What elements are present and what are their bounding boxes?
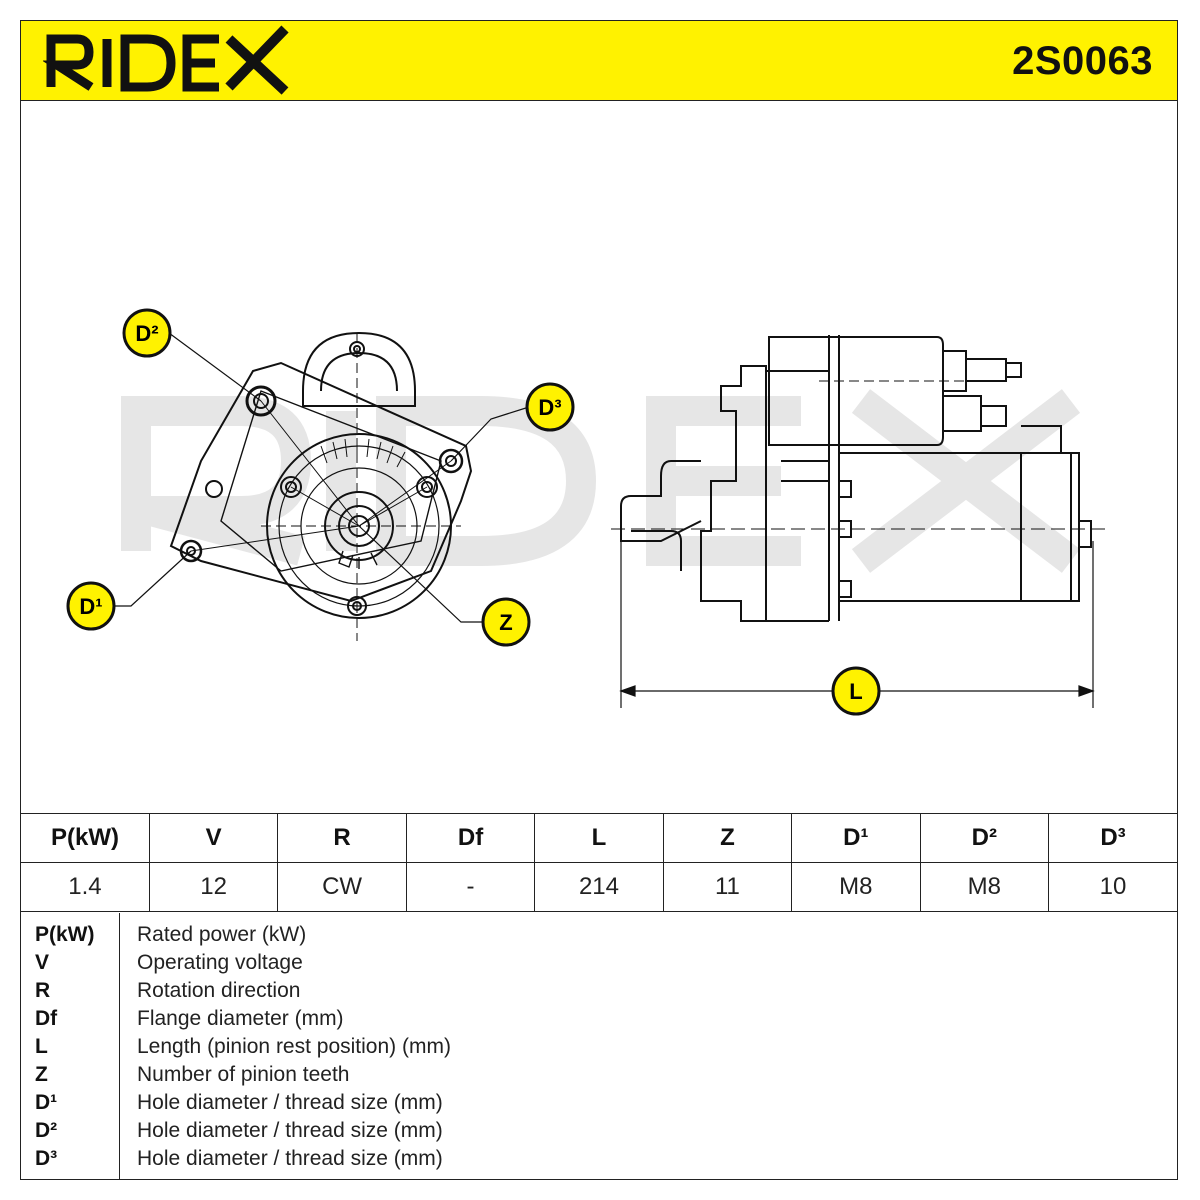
legend-symbol: L xyxy=(35,1035,48,1058)
legend-description: Hole diameter / thread size (mm) xyxy=(137,1119,443,1142)
ridex-watermark xyxy=(121,389,1081,573)
spec-value: CW xyxy=(277,862,407,912)
spec-value: M8 xyxy=(919,862,1050,912)
legend-description: Length (pinion rest position) (mm) xyxy=(137,1035,451,1058)
legend-description: Flange diameter (mm) xyxy=(137,1007,344,1030)
legend-symbol: V xyxy=(35,951,50,974)
spec-value: 11 xyxy=(662,862,793,912)
spec-header: D² xyxy=(919,813,1050,863)
legend-symbol: D¹ xyxy=(35,1091,58,1114)
legend-description: Hole diameter / thread size (mm) xyxy=(137,1147,443,1170)
callout-d3: D³ xyxy=(525,382,575,432)
datasheet-frame: 2S0063 xyxy=(20,20,1178,1180)
specs-value-row: 1.4 12 CW - 214 11 M8 M8 10 xyxy=(21,862,1177,912)
side-view xyxy=(611,335,1111,622)
spec-value: 1.4 xyxy=(21,862,150,912)
legend-row: V Operating voltage xyxy=(21,949,1177,977)
callout-z: Z xyxy=(481,597,531,647)
legend-description: Operating voltage xyxy=(137,951,303,974)
callout-d2-label: D² xyxy=(135,321,158,346)
spec-value: - xyxy=(405,862,536,912)
spec-header: D¹ xyxy=(791,813,921,863)
legend-symbol: P(kW) xyxy=(35,923,95,946)
legend-symbol: D³ xyxy=(35,1147,58,1170)
legend-row: D² Hole diameter / thread size (mm) xyxy=(21,1117,1177,1145)
part-number: 2S0063 xyxy=(1012,39,1153,83)
legend-symbol: Df xyxy=(35,1007,58,1030)
callout-d2: D² xyxy=(122,308,172,358)
legend-row: D¹ Hole diameter / thread size (mm) xyxy=(21,1089,1177,1117)
callout-l: L xyxy=(831,666,881,716)
legend-description: Number of pinion teeth xyxy=(137,1063,350,1086)
spec-header: Df xyxy=(405,813,536,863)
legend-description: Hole diameter / thread size (mm) xyxy=(137,1091,443,1114)
spec-header: P(kW) xyxy=(21,813,150,863)
spec-header: D³ xyxy=(1048,813,1177,863)
callout-d1-label: D¹ xyxy=(79,594,102,619)
front-view xyxy=(169,331,473,641)
spec-header: Z xyxy=(662,813,793,863)
spec-value: 12 xyxy=(148,862,279,912)
legend-row: Z Number of pinion teeth xyxy=(21,1061,1177,1089)
callout-l-label: L xyxy=(849,679,862,704)
legend-symbol: Z xyxy=(35,1063,48,1086)
spec-value: M8 xyxy=(791,862,921,912)
callout-d1: D¹ xyxy=(66,581,116,631)
legend-row: L Length (pinion rest position) (mm) xyxy=(21,1033,1177,1061)
callout-z-label: Z xyxy=(499,610,512,635)
legend-divider xyxy=(119,913,120,1179)
starter-motor-drawing: D² D³ D¹ Z L xyxy=(66,308,1111,716)
spec-value: 10 xyxy=(1048,862,1177,912)
specs-table: P(kW) V R Df L Z D¹ D² D³ 1.4 12 CW - 21… xyxy=(21,813,1177,912)
legend-symbol: D² xyxy=(35,1119,58,1142)
spec-header: R xyxy=(277,813,407,863)
legend-description: Rated power (kW) xyxy=(137,923,307,946)
legend-row: P(kW) Rated power (kW) xyxy=(21,921,1177,949)
callout-d3-label: D³ xyxy=(538,395,561,420)
legend-row: Df Flange diameter (mm) xyxy=(21,1005,1177,1033)
legend-description: Rotation direction xyxy=(137,979,301,1002)
legend: P(kW) Rated power (kW) V Operating volta… xyxy=(21,913,1177,1179)
ridex-logo xyxy=(43,25,289,95)
legend-row: D³ Hole diameter / thread size (mm) xyxy=(21,1145,1177,1173)
header-bar: 2S0063 xyxy=(21,21,1177,101)
spec-header: V xyxy=(148,813,279,863)
legend-symbol: R xyxy=(35,979,51,1002)
spec-value: 214 xyxy=(534,862,664,912)
legend-row: R Rotation direction xyxy=(21,977,1177,1005)
specs-header-row: P(kW) V R Df L Z D¹ D² D³ xyxy=(21,813,1177,863)
spec-header: L xyxy=(534,813,664,863)
